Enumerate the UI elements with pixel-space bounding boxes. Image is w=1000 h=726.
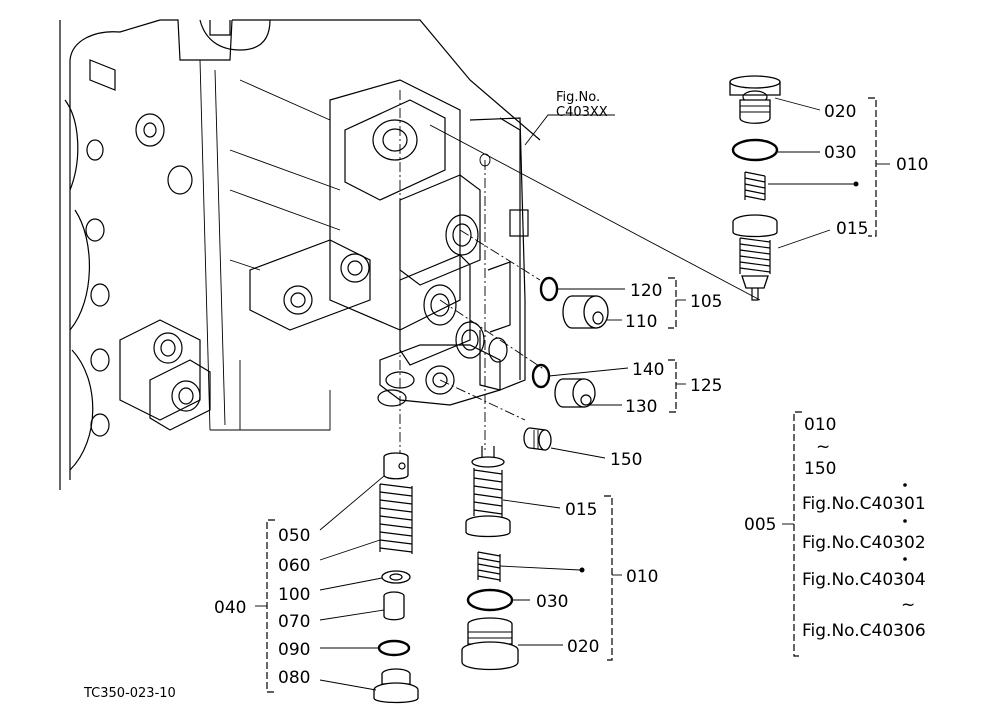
callout-050: 050 bbox=[278, 526, 310, 546]
callout-120: 120 bbox=[630, 281, 662, 301]
spring-top bbox=[744, 171, 766, 201]
plug-020-top bbox=[729, 75, 781, 124]
fig-ref-label: Fig.No. bbox=[556, 90, 600, 105]
group-label-005: 005 bbox=[744, 515, 776, 535]
range-start: 010 bbox=[804, 415, 836, 435]
fig-ref-3: Fig.No.C40304 bbox=[802, 570, 926, 590]
callout-020-top: 020 bbox=[824, 102, 856, 122]
group-brackets bbox=[255, 97, 907, 693]
callout-100: 100 bbox=[278, 585, 310, 605]
assembly-reference-box: 005 010 ~ 150 Fig.No.C40301 Fig.No.C4030… bbox=[744, 415, 926, 641]
figure-reference: Fig.No. C403XX TC350-023-10 bbox=[83, 90, 608, 701]
plug-150 bbox=[523, 427, 552, 451]
callout-030-top: 030 bbox=[824, 143, 856, 163]
range-end: 150 bbox=[804, 459, 836, 479]
callout-150: 150 bbox=[610, 450, 642, 470]
valve-015-bottom bbox=[465, 446, 511, 538]
callout-080: 080 bbox=[278, 668, 310, 688]
spring-060 bbox=[379, 483, 413, 554]
callout-125: 125 bbox=[690, 376, 722, 396]
fig-ref-4: Fig.No.C40306 bbox=[802, 621, 926, 641]
callout-105: 105 bbox=[690, 292, 722, 312]
fig-ref-2: Fig.No.C40302 bbox=[802, 533, 926, 553]
callout-015-bottom: 015 bbox=[565, 500, 597, 520]
callout-130: 130 bbox=[625, 397, 657, 417]
spring-bottom bbox=[477, 551, 501, 582]
fig-tilde: ~ bbox=[901, 595, 915, 615]
part-callouts: 020 030 010 015 120 110 105 140 130 125 … bbox=[214, 102, 928, 688]
o-ring-030-top bbox=[731, 138, 779, 162]
fig-ref-number: C403XX bbox=[556, 105, 608, 120]
plug-020-bottom bbox=[461, 617, 519, 671]
callout-015-top: 015 bbox=[836, 219, 868, 239]
callout-060: 060 bbox=[278, 556, 310, 576]
spool-050 bbox=[383, 452, 409, 480]
transmission-housing bbox=[59, 19, 541, 490]
callout-010-top: 010 bbox=[896, 155, 928, 175]
callout-090: 090 bbox=[278, 640, 310, 660]
leader-lines bbox=[319, 97, 859, 691]
center-lines bbox=[399, 90, 761, 460]
callout-140: 140 bbox=[632, 360, 664, 380]
callout-110: 110 bbox=[625, 312, 657, 332]
drawing-code: TC350-023-10 bbox=[83, 686, 176, 701]
washer-100 bbox=[381, 570, 411, 584]
o-ring-120 bbox=[539, 276, 559, 302]
o-ring-090 bbox=[377, 639, 411, 657]
callout-070: 070 bbox=[278, 612, 310, 632]
pin-070 bbox=[383, 591, 405, 621]
o-ring-140 bbox=[531, 363, 551, 389]
range-tilde: ~ bbox=[816, 437, 830, 457]
plug-130 bbox=[554, 378, 596, 408]
callout-040: 040 bbox=[214, 598, 246, 618]
callout-030-bottom: 030 bbox=[536, 592, 568, 612]
fig-ref-1: Fig.No.C40301 bbox=[802, 494, 926, 514]
callout-020-bottom: 020 bbox=[567, 637, 599, 657]
valve-015-top bbox=[732, 214, 778, 301]
o-ring-030-bottom bbox=[466, 588, 514, 612]
plug-080 bbox=[373, 668, 419, 704]
plug-110 bbox=[562, 295, 609, 329]
callout-010-bottom: 010 bbox=[626, 567, 658, 587]
